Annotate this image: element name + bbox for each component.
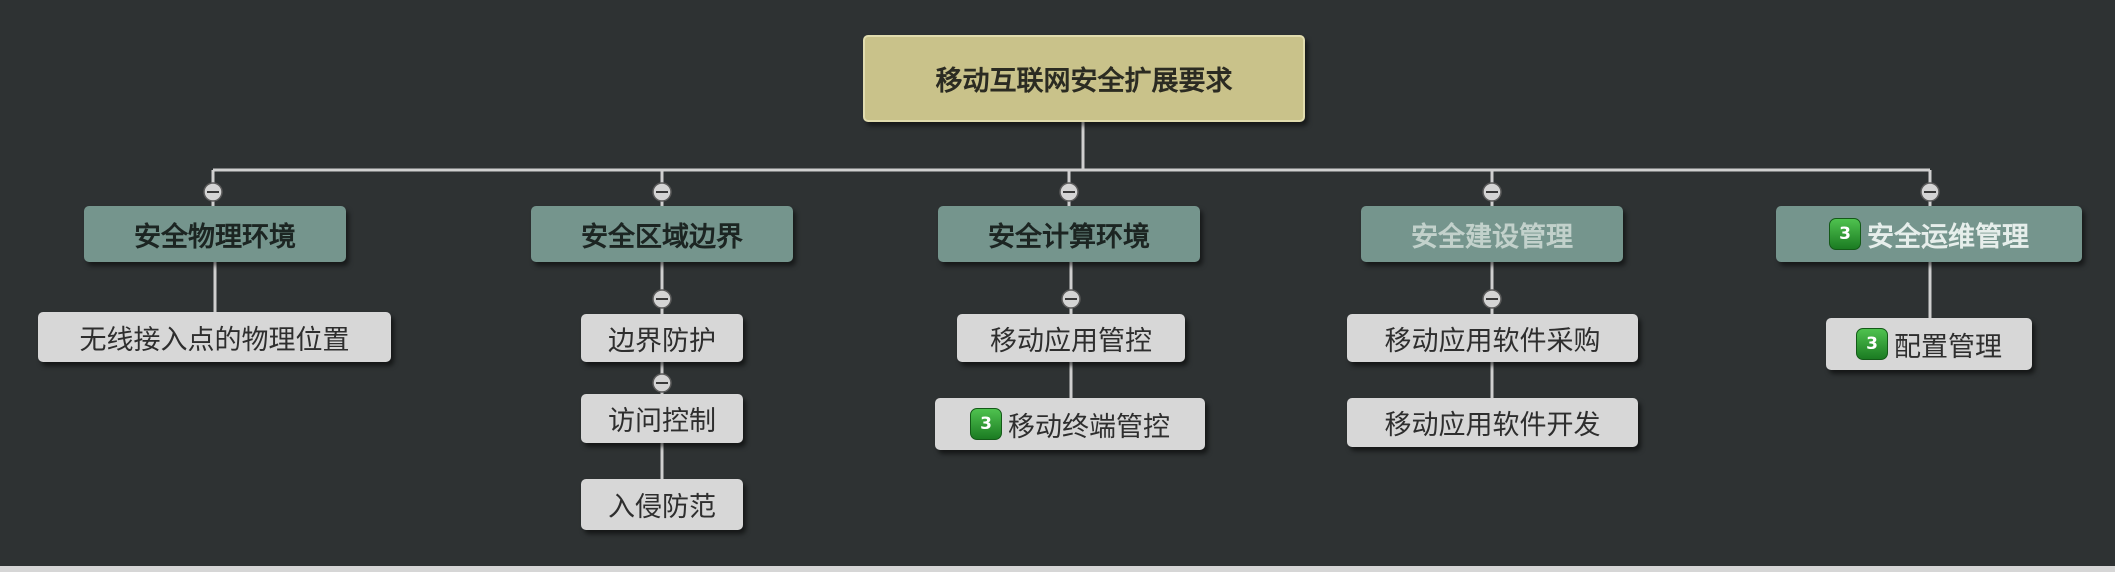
subtopic-boundary-protection[interactable]: 边界防护 — [581, 314, 743, 362]
subtopic-intrusion-prevention[interactable]: 入侵防范 — [581, 479, 743, 530]
subtopic-mobile-app-control[interactable]: 移动应用管控 — [957, 314, 1185, 362]
subtopic-label: 移动应用管控 — [990, 325, 1152, 357]
subtopic-label: 入侵防范 — [608, 492, 716, 523]
subtopic-wireless-ap-location[interactable]: 无线接入点的物理位置 — [38, 312, 391, 362]
collapse-icon — [203, 182, 223, 202]
branch-topic-physical-environment[interactable]: 安全物理环境 — [84, 206, 346, 262]
subtopic-mobile-terminal-control[interactable]: 3 移动终端管控 — [935, 398, 1205, 450]
collapse-icon — [1482, 182, 1502, 202]
subtopic-label: 移动终端管控 — [1008, 411, 1170, 443]
subtopic-label: 移动应用软件开发 — [1384, 410, 1601, 441]
subtopic-label: 无线接入点的物理位置 — [79, 324, 350, 356]
collapse-icon — [1482, 289, 1502, 309]
branch-topic-computing-environment[interactable]: 安全计算环境 — [938, 206, 1200, 262]
priority-3-icon: 3 — [1829, 218, 1861, 250]
subtopic-app-software-development[interactable]: 移动应用软件开发 — [1347, 398, 1638, 447]
root-topic[interactable]: 移动互联网安全扩展要求 — [863, 35, 1305, 122]
subtopic-configuration-management[interactable]: 3 配置管理 — [1826, 318, 2032, 370]
subtopic-app-software-procurement[interactable]: 移动应用软件采购 — [1347, 314, 1638, 362]
branch-topic-label: 安全建设管理 — [1411, 221, 1573, 253]
collapse-icon — [652, 373, 672, 393]
priority-3-icon: 3 — [1856, 328, 1888, 360]
collapse-icon — [1920, 182, 1940, 202]
root-topic-label: 移动互联网安全扩展要求 — [935, 66, 1233, 97]
priority-3-icon: 3 — [970, 408, 1002, 440]
branch-topic-label: 安全运维管理 — [1867, 221, 2029, 253]
branch-topic-label: 安全物理环境 — [134, 221, 296, 253]
branch-topic-label: 安全区域边界 — [581, 221, 743, 253]
subtopic-label: 边界防护 — [608, 325, 716, 357]
branch-topic-label: 安全计算环境 — [988, 221, 1150, 253]
collapse-icon — [1061, 289, 1081, 309]
collapse-icon — [652, 182, 672, 202]
branch-topic-area-boundary[interactable]: 安全区域边界 — [531, 206, 793, 262]
subtopic-access-control[interactable]: 访问控制 — [581, 394, 743, 443]
subtopic-label: 配置管理 — [1894, 331, 2002, 363]
branch-topic-construction-management[interactable]: 安全建设管理 — [1361, 206, 1623, 262]
subtopic-label: 访问控制 — [608, 406, 716, 437]
branch-topic-operations-management[interactable]: 3 安全运维管理 — [1776, 206, 2082, 262]
collapse-icon — [1059, 182, 1079, 202]
collapse-icon — [652, 289, 672, 309]
subtopic-label: 移动应用软件采购 — [1384, 325, 1601, 357]
